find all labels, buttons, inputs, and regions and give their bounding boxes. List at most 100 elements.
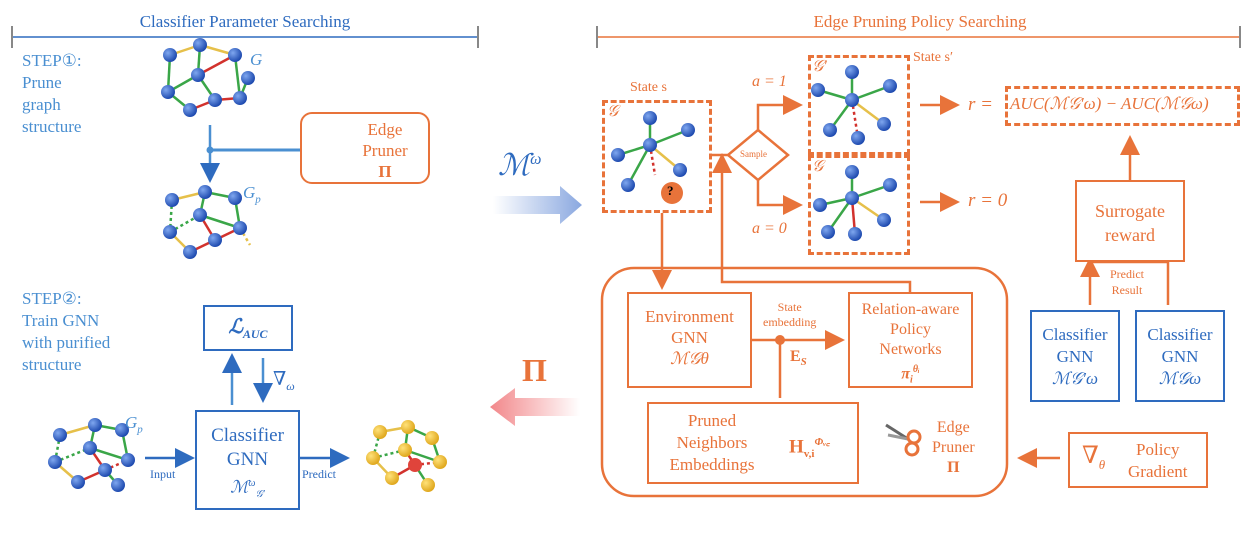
step1-line3: graph: [22, 95, 61, 114]
graph-gp-bottom-nodes: [48, 418, 135, 492]
grad-omega-label: ∇ω: [273, 369, 295, 393]
classifier-gnn-box-right2: Classifier GNN ℳ𝒢ω: [1135, 310, 1225, 402]
step2-line1: STEP②:: [22, 289, 82, 308]
edge-pruner-left-l1: Edge: [367, 120, 403, 139]
classifier-gnn-box-right1: Classifier GNN ℳ𝒢′ω: [1030, 310, 1120, 402]
policy-gradient-box: ∇θ Policy Gradient: [1068, 432, 1208, 488]
classifier-gnn-box-left: Classifier GNN ℳω𝒢′: [195, 410, 300, 510]
clf1-l1: Classifier: [1042, 325, 1108, 344]
step1-line1: STEP①:: [22, 51, 82, 70]
scissors-icon-right: [885, 423, 922, 457]
pi-label: Π: [522, 352, 547, 388]
state-embedding-label: State embedding: [763, 300, 816, 330]
predict-result-l1: Predict: [1110, 267, 1144, 281]
clf1-l2: GNN: [1056, 347, 1094, 366]
state-s-prime-box-top: [808, 55, 910, 155]
reward-r-label: r =: [968, 94, 993, 115]
graph-g-nodes: [161, 38, 255, 117]
predict-label: Predict: [302, 467, 336, 481]
embedding-junction: [775, 335, 785, 345]
rel-l1: Relation-aware: [861, 301, 960, 318]
surrogate-l1: Surrogate: [1095, 201, 1165, 221]
state-s-prime-label: State s′: [913, 50, 954, 65]
state-s-prime-box-bottom: [808, 155, 910, 255]
graph-gp-label: Gp: [243, 183, 261, 206]
policy-gradient-text: Policy Gradient: [1128, 439, 1187, 483]
edge-pruner-right-l1: Edge: [936, 419, 970, 436]
clf1-math: ℳ𝒢′ω: [1051, 369, 1098, 388]
classifier-left-l1: Classifier: [211, 425, 284, 446]
surrogate-reward-box: Surrogate reward: [1075, 180, 1185, 262]
step2-line4: structure: [22, 355, 82, 374]
state-s-nodes: [611, 111, 695, 192]
policy-gradient-symbol: ∇θ: [1082, 443, 1106, 472]
m-omega-label: ℳω: [498, 149, 542, 182]
surrogate-l2: reward: [1105, 225, 1155, 245]
graph-g-label: G: [250, 50, 263, 69]
policy-gradient-l2: Gradient: [1128, 462, 1188, 481]
policy-gradient-l1: Policy: [1136, 440, 1180, 459]
arrow-to-right: [493, 186, 582, 224]
graph-predicted-nodes: [366, 420, 447, 492]
edge-pruner-right-pi: Π: [947, 459, 960, 476]
step2-line3: with purified: [22, 333, 111, 352]
edge-pruner-left-l2: Pruner: [362, 141, 408, 160]
step2-line2: Train GNN: [22, 311, 100, 330]
edge-pruner-left-pi: Π: [378, 162, 392, 181]
rel-l2: Policy: [890, 321, 931, 338]
h-math: Hv,iΦᵥ꜀: [789, 436, 830, 461]
predict-result-label: Predict Result: [1110, 266, 1144, 298]
graph-gp-bottom-label: Gp: [125, 413, 143, 436]
step1-flow: [200, 125, 300, 183]
left-header-rule: [11, 26, 479, 48]
edge-pruner-right: Edge Pruner Π: [932, 418, 975, 478]
policy-container: [600, 266, 1009, 498]
state-s-box: [602, 100, 712, 213]
state-s-prime-g2-label: 𝒢: [812, 158, 824, 175]
question-icon: [661, 182, 683, 204]
action-a0-label: a = 0: [752, 220, 787, 237]
pruned-l1: Pruned: [687, 411, 737, 430]
state-emb-l1: State: [777, 300, 802, 314]
predict-result-l2: Result: [1111, 283, 1143, 297]
action-a1-label: a = 1: [752, 73, 787, 90]
classifier-left-math: ℳω𝒢′: [230, 477, 265, 501]
edge-pruner-right-l2: Pruner: [932, 439, 975, 456]
classifier-left-l2: GNN: [226, 449, 269, 470]
state-s-label: State s: [630, 80, 667, 95]
clf2-l1: Classifier: [1147, 325, 1213, 344]
sample-branches: [652, 95, 1170, 468]
state-s-prime-nodes-top: [811, 65, 897, 145]
arrow-to-left: [490, 388, 580, 426]
right-header-rule: [596, 26, 1241, 48]
step2-label: STEP②: Train GNN with purified structure: [22, 288, 110, 376]
pruned-neighbors-box: Pruned Neighbors Embeddings Hv,iΦᵥ꜀: [647, 402, 859, 484]
reward-formula-box: [1005, 86, 1240, 126]
step1-label: STEP①: Prune graph structure: [22, 50, 82, 138]
es-label: ES: [790, 348, 807, 369]
relation-aware-policy-box: Relation-aware Policy Networks πiθᵢ: [848, 292, 973, 388]
clf2-l2: GNN: [1161, 347, 1199, 366]
pruned-text: Pruned Neighbors Embeddings: [657, 410, 767, 476]
reward-zero-label: r = 0: [968, 190, 1008, 211]
env-l1: Environment: [645, 307, 734, 326]
input-label: Input: [150, 467, 176, 481]
state-s-prime-g-label: 𝒢′: [812, 58, 827, 75]
pruned-l2: Neighbors: [676, 433, 748, 452]
pruned-l3: Embeddings: [669, 455, 755, 474]
question-mark: ?: [667, 183, 674, 198]
left-header: Classifier Parameter Searching: [139, 12, 351, 31]
clf2-math: ℳ𝒢ω: [1158, 369, 1202, 388]
state-s-g-label: 𝒢: [607, 103, 619, 120]
env-math: ℳ𝒢θ: [670, 349, 709, 368]
sample-label: Sample: [740, 149, 767, 159]
state-emb-l2: embedding: [763, 315, 817, 329]
reward-formula: AUC(ℳ𝒢′ω) − AUC(ℳ𝒢ω): [1010, 94, 1209, 113]
right-header: Edge Pruning Policy Searching: [813, 12, 1027, 31]
graph-gp-nodes: [163, 185, 247, 259]
bottom-left-arrows: [145, 353, 350, 468]
rel-math: πiθᵢ: [901, 364, 920, 386]
edge-pruner-box-left: Edge Pruner Π: [300, 112, 430, 184]
loss-auc-box: ℒAUC: [203, 305, 293, 351]
